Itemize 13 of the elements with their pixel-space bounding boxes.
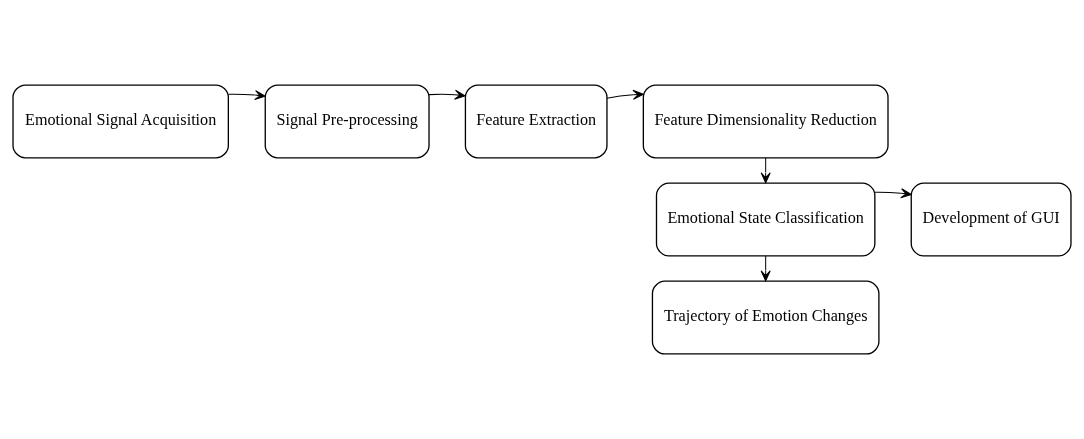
arrow [760,157,771,184]
arrow [874,188,912,199]
node-box: Emotional State Classification [655,182,876,257]
node-box: Emotional Signal Acquisition [12,84,229,159]
node-box: Trajectory of Emotion Changes [651,280,880,355]
node-box: Signal Pre-processing [264,84,430,159]
node-box: Development of GUI [910,182,1072,257]
arrow [760,255,771,282]
arrow [428,89,466,100]
node-box: Feature Extraction [464,84,608,159]
node-box: Feature Dimensionality Reduction [642,84,889,159]
arrow [606,89,644,100]
arrow [228,90,266,101]
